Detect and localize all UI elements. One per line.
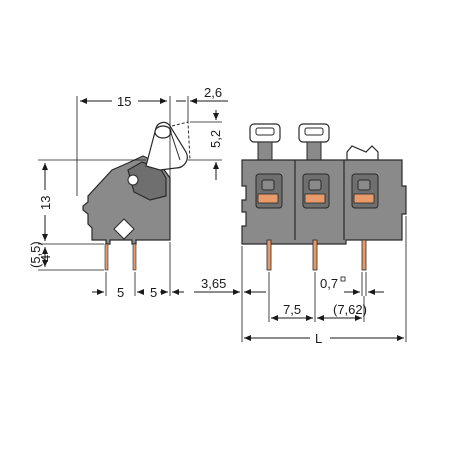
front-clamp-3 [351,173,379,209]
dimension-lines [38,96,407,342]
front-lever-2 [298,123,330,161]
dim-width-side: 15 [117,94,131,109]
front-view [241,123,407,271]
dim-height: 13 [38,196,53,210]
side-lever-edge [169,129,181,161]
dim-pin-size: 0,7 [320,276,338,291]
side-front-panel [127,161,167,201]
side-diamond-mark [113,218,135,240]
front-pin-3 [361,239,367,271]
dimension-labels: 15 2,6 5,2 13 (5,5) 4 5 5 3,65 0,7 7,5 (… [28,85,367,346]
dim-lever-width: 2,6 [204,85,222,100]
side-pin-left [104,243,109,271]
front-lever-3-pressed [346,145,379,161]
front-clamp-2 [302,173,330,209]
side-lever-cap [154,125,172,139]
front-pin-2 [312,239,318,271]
front-clamp-1 [255,173,283,209]
square-symbol-icon [340,276,346,282]
dim-pitch-front-alt: (7,62) [333,302,367,317]
dim-total-length: L [315,331,322,346]
side-release-hole [127,174,139,186]
dim-pin-length: 4 [38,255,53,262]
front-lever-1 [249,123,281,161]
dim-height-paren: (5,5) [28,241,43,268]
front-pin-1 [266,239,272,271]
dim-pitch-b: 5 [150,285,157,300]
dim-lever-height: 5,2 [208,130,223,148]
side-view [82,121,191,271]
dim-offset: 3,65 [201,276,226,291]
dim-pitch-a: 5 [117,285,124,300]
side-pin-right [132,243,137,271]
dim-pitch-front: 7,5 [283,302,301,317]
